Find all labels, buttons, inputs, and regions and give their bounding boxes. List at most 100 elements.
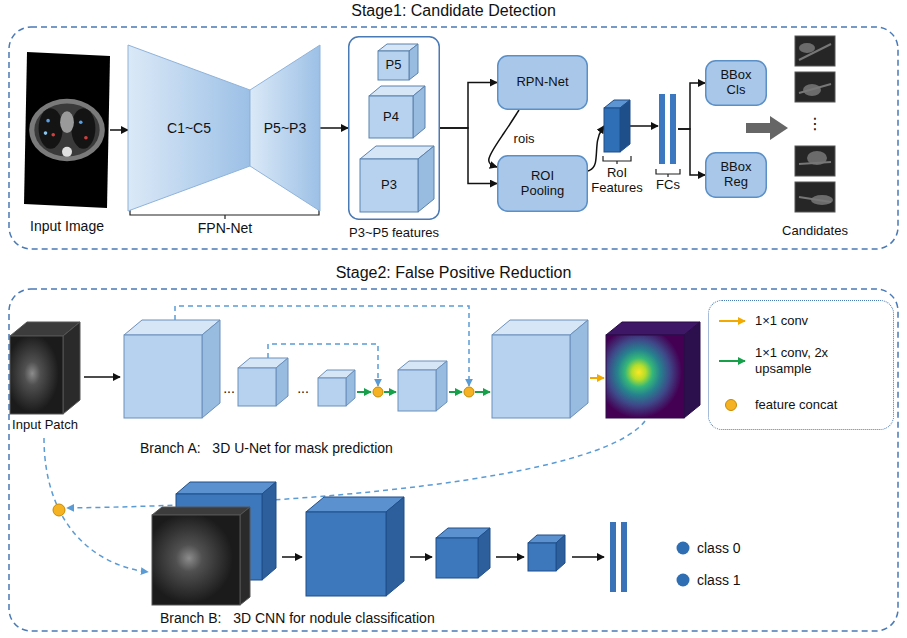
connector-arrow — [630, 125, 658, 127]
stage-panel: Input PatchStage2: False Positive Reduct… — [8, 288, 899, 632]
concat-dot — [464, 387, 474, 397]
flow-arrow — [282, 556, 302, 558]
connector-arrow — [678, 129, 705, 175]
cube-front — [436, 538, 478, 578]
fc-bar — [610, 522, 616, 592]
fpn-encoder: C1~C5 — [128, 45, 250, 211]
patch-blob — [799, 43, 815, 53]
ct-vessel — [79, 120, 83, 124]
cube-label: P5 — [386, 58, 402, 73]
legend-text: 1×1 conv, 2x upsample — [755, 345, 875, 376]
cube-front — [360, 159, 418, 212]
mask-flow — [67, 421, 645, 508]
patch-image — [795, 182, 835, 212]
node-outline — [24, 52, 110, 208]
conv-arrow — [590, 377, 604, 379]
process-box: BBox Reg — [705, 152, 767, 198]
feature-cube: P4 — [369, 86, 425, 138]
patch-image — [795, 146, 835, 176]
ellipsis: ... — [297, 380, 309, 396]
patch-texture — [799, 84, 831, 93]
cube-top — [398, 361, 447, 370]
output-arrow — [746, 116, 788, 140]
fc-caption: FCs — [656, 178, 680, 193]
concat-dot — [373, 387, 383, 397]
feature-caption: RoI Features — [585, 166, 649, 196]
cube-front — [378, 51, 409, 80]
legend-swatch — [717, 314, 749, 328]
group-outline — [349, 37, 440, 220]
cube-side — [436, 361, 447, 411]
feature-group: P5P4P3P3~P5 features — [348, 36, 440, 220]
patch-channel — [152, 507, 250, 605]
cube-front — [528, 543, 556, 571]
process-box: BBox Cls — [705, 60, 767, 106]
fc-bar — [670, 94, 676, 164]
input-patch: Input Patch — [10, 322, 80, 414]
legend-item: feature concat — [709, 397, 893, 413]
unet-cube — [124, 320, 220, 418]
roi-feature-map: RoI Features — [604, 100, 630, 152]
patch-image — [795, 72, 835, 102]
image-caption: Input Image — [30, 218, 104, 234]
node-outline — [658, 94, 678, 164]
connector-arrow — [678, 83, 705, 129]
concat-dot — [53, 504, 65, 516]
connector-arrow — [110, 129, 128, 131]
patch-caption: Input Patch — [12, 418, 78, 433]
group-caption: P3~P5 features — [349, 226, 439, 241]
class-dot — [677, 574, 690, 587]
cube-top — [528, 535, 565, 543]
cube-side — [240, 507, 250, 605]
patch-image — [795, 36, 835, 66]
skip-connection — [268, 344, 378, 386]
heatmap-side — [684, 322, 700, 418]
legend-item: 1×1 conv, 2x upsample — [709, 345, 893, 376]
upsample-arrow — [475, 391, 490, 393]
class-label: class 1 — [697, 572, 741, 588]
ct-body — [29, 99, 105, 161]
mask-channel — [176, 482, 276, 580]
connector-arrow — [440, 83, 497, 129]
cube-side — [570, 320, 588, 418]
cube-front — [176, 494, 262, 580]
connector-arrow — [440, 128, 497, 184]
box-label: BBox Reg — [712, 160, 760, 190]
cube-side — [418, 146, 434, 212]
box-outline — [498, 156, 588, 212]
cube-top — [436, 528, 490, 538]
trapezoid — [128, 45, 250, 211]
slab-side — [620, 100, 630, 152]
class-label: class 0 — [697, 540, 741, 556]
ct-lung — [71, 108, 95, 149]
ct-background — [24, 52, 110, 208]
cube-label: P4 — [383, 110, 399, 125]
fc-bracket — [656, 169, 680, 177]
skip-connection — [175, 306, 469, 386]
fpn-decoder: P5~P3 — [250, 45, 320, 211]
feature-cube: P3 — [360, 146, 434, 212]
legend-text: feature concat — [755, 397, 875, 413]
box-label: ROI Pooling — [512, 169, 574, 199]
trapezoid — [250, 45, 320, 211]
box-outline — [706, 61, 767, 106]
fpn-bracket — [130, 209, 319, 219]
unet-cube — [398, 361, 447, 411]
ct-vessel — [44, 131, 48, 135]
ct-heart — [60, 111, 74, 133]
process-box: ROI Pooling — [497, 155, 588, 212]
block-label: P5~P3 — [264, 120, 306, 136]
box-label: BBox Cls — [712, 68, 760, 98]
panel-outline — [9, 289, 898, 631]
patch-texture — [799, 162, 831, 164]
box-outline — [498, 56, 588, 110]
ct-vessel — [46, 119, 50, 123]
node-outline — [10, 322, 80, 414]
unet-cube — [238, 358, 288, 406]
patch-flow — [44, 438, 148, 572]
ct-spine — [62, 147, 72, 157]
upsample-arrow — [449, 391, 462, 393]
unet-cube — [492, 320, 588, 418]
cube-side — [346, 370, 355, 406]
